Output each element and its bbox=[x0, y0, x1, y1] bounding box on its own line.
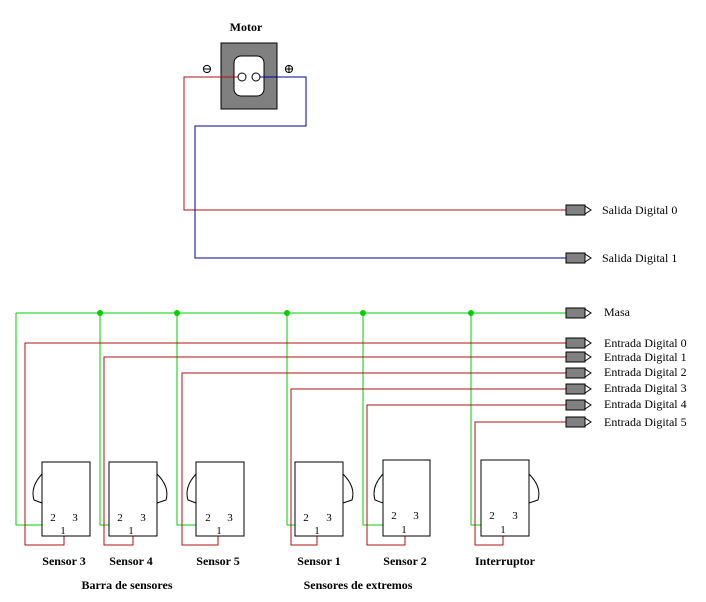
pin-3-label: 3 bbox=[140, 512, 146, 524]
sensor-label: Interruptor bbox=[475, 554, 536, 568]
input-label: Entrada Digital 4 bbox=[604, 397, 687, 411]
sensor-label: Sensor 1 bbox=[297, 554, 340, 568]
plug-tip-icon bbox=[584, 368, 592, 378]
plug-body bbox=[565, 399, 586, 411]
plug-tip-icon bbox=[584, 338, 592, 348]
input-wire-1 bbox=[103, 356, 567, 546]
sensor-label: Sensor 5 bbox=[196, 554, 239, 568]
motor-terminal-minus bbox=[237, 72, 247, 82]
input-label: Entrada Digital 3 bbox=[604, 381, 687, 395]
pin-2-label: 2 bbox=[391, 510, 397, 522]
input-wires bbox=[24, 342, 567, 546]
plug-body bbox=[565, 337, 586, 349]
plug-tip-icon bbox=[584, 205, 592, 215]
pin-2-label: 2 bbox=[489, 510, 495, 522]
pin-2-label: 2 bbox=[50, 512, 56, 524]
input-label: Entrada Digital 1 bbox=[604, 350, 687, 364]
switch-interruptor: 2 3 1 Interruptor bbox=[475, 459, 540, 568]
pin-3-label: 3 bbox=[72, 512, 78, 524]
plug-body bbox=[565, 252, 586, 264]
sensor-ear bbox=[156, 473, 168, 504]
output-connector-0: Salida Digital 0 bbox=[565, 203, 677, 217]
sensor-ear bbox=[32, 473, 43, 504]
plug-tip-icon bbox=[584, 384, 592, 394]
pin-1-label: 1 bbox=[60, 525, 66, 537]
pin-1-label: 1 bbox=[128, 525, 134, 537]
sensor-body bbox=[294, 461, 344, 537]
motor-wire-plus bbox=[194, 76, 567, 259]
pin-3-label: 3 bbox=[326, 512, 332, 524]
sensor-ear bbox=[373, 473, 384, 504]
plug-tip-icon bbox=[584, 400, 592, 410]
pin-2-label: 2 bbox=[205, 512, 211, 524]
sensor-ear bbox=[186, 473, 197, 504]
pin-3-label: 3 bbox=[512, 510, 518, 522]
input-connector-4: Entrada Digital 4 bbox=[565, 397, 687, 411]
group-label-sensor-bar: Barra de sensores bbox=[81, 578, 172, 592]
plug-body bbox=[565, 307, 586, 319]
input-wire-3 bbox=[290, 388, 567, 546]
input-connector-1: Entrada Digital 1 bbox=[565, 350, 687, 364]
input-wire-5 bbox=[474, 421, 567, 546]
pin-3-label: 3 bbox=[227, 512, 233, 524]
pin-1-label: 1 bbox=[401, 524, 407, 536]
pin-3-label: 3 bbox=[413, 510, 419, 522]
motor-wire-minus bbox=[183, 76, 567, 211]
plus-symbol: ⊕ bbox=[284, 61, 295, 76]
input-connector-3: Entrada Digital 3 bbox=[565, 381, 687, 395]
sensor-label: Sensor 3 bbox=[42, 554, 85, 568]
motor-window bbox=[233, 55, 265, 97]
sensor-4: 2 3 1 Sensor 4 bbox=[108, 461, 168, 568]
input-label: Entrada Digital 5 bbox=[604, 415, 687, 429]
input-wire-0 bbox=[24, 342, 567, 546]
sensor-3: 2 3 1 Sensor 3 bbox=[32, 461, 91, 568]
sensor-body bbox=[195, 461, 245, 537]
ground-connector: Masa bbox=[565, 305, 631, 319]
plug-body bbox=[565, 204, 586, 216]
pin-1-label: 1 bbox=[500, 524, 506, 536]
ground-label: Masa bbox=[604, 305, 631, 319]
output-label: Salida Digital 1 bbox=[602, 251, 677, 265]
plug-body bbox=[565, 351, 586, 363]
sensor-label: Sensor 2 bbox=[383, 554, 426, 568]
input-label: Entrada Digital 2 bbox=[604, 365, 687, 379]
pin-2-label: 2 bbox=[117, 512, 123, 524]
sensor-body bbox=[382, 459, 431, 537]
sensor-1: 2 3 1 Sensor 1 bbox=[294, 461, 354, 568]
input-label: Entrada Digital 0 bbox=[604, 336, 687, 350]
input-wire-4 bbox=[366, 404, 567, 546]
sensor-body bbox=[480, 459, 530, 537]
plug-body bbox=[565, 383, 586, 395]
pin-2-label: 2 bbox=[303, 512, 309, 524]
motor-terminal-plus bbox=[251, 72, 261, 82]
motor: Motor ⊖ ⊕ bbox=[202, 20, 295, 110]
plug-tip-icon bbox=[584, 417, 592, 427]
minus-symbol: ⊖ bbox=[202, 61, 213, 76]
sensor-ear bbox=[528, 473, 540, 504]
plug-body bbox=[565, 367, 586, 379]
output-label: Salida Digital 0 bbox=[602, 203, 677, 217]
sensor-ear bbox=[342, 473, 354, 504]
input-wire-2 bbox=[181, 372, 567, 546]
plug-tip-icon bbox=[584, 352, 592, 362]
plug-tip-icon bbox=[584, 308, 592, 318]
pin-1-label: 1 bbox=[216, 525, 222, 537]
input-connector-2: Entrada Digital 2 bbox=[565, 365, 687, 379]
sensor-2: 2 3 1 Sensor 2 bbox=[373, 459, 431, 568]
sensor-label: Sensor 4 bbox=[109, 554, 152, 568]
plug-body bbox=[565, 416, 586, 428]
sensor-5: 2 3 1 Sensor 5 bbox=[186, 461, 245, 568]
input-connector-5: Entrada Digital 5 bbox=[565, 415, 687, 429]
motor-title: Motor bbox=[230, 20, 263, 34]
input-connector-0: Entrada Digital 0 bbox=[565, 336, 687, 350]
sensor-body bbox=[108, 461, 158, 537]
sensor-body bbox=[41, 461, 91, 537]
pin-1-label: 1 bbox=[314, 525, 320, 537]
group-label-end-sensors: Sensores de extremos bbox=[304, 578, 413, 592]
output-connector-1: Salida Digital 1 bbox=[565, 251, 677, 265]
plug-tip-icon bbox=[584, 253, 592, 263]
